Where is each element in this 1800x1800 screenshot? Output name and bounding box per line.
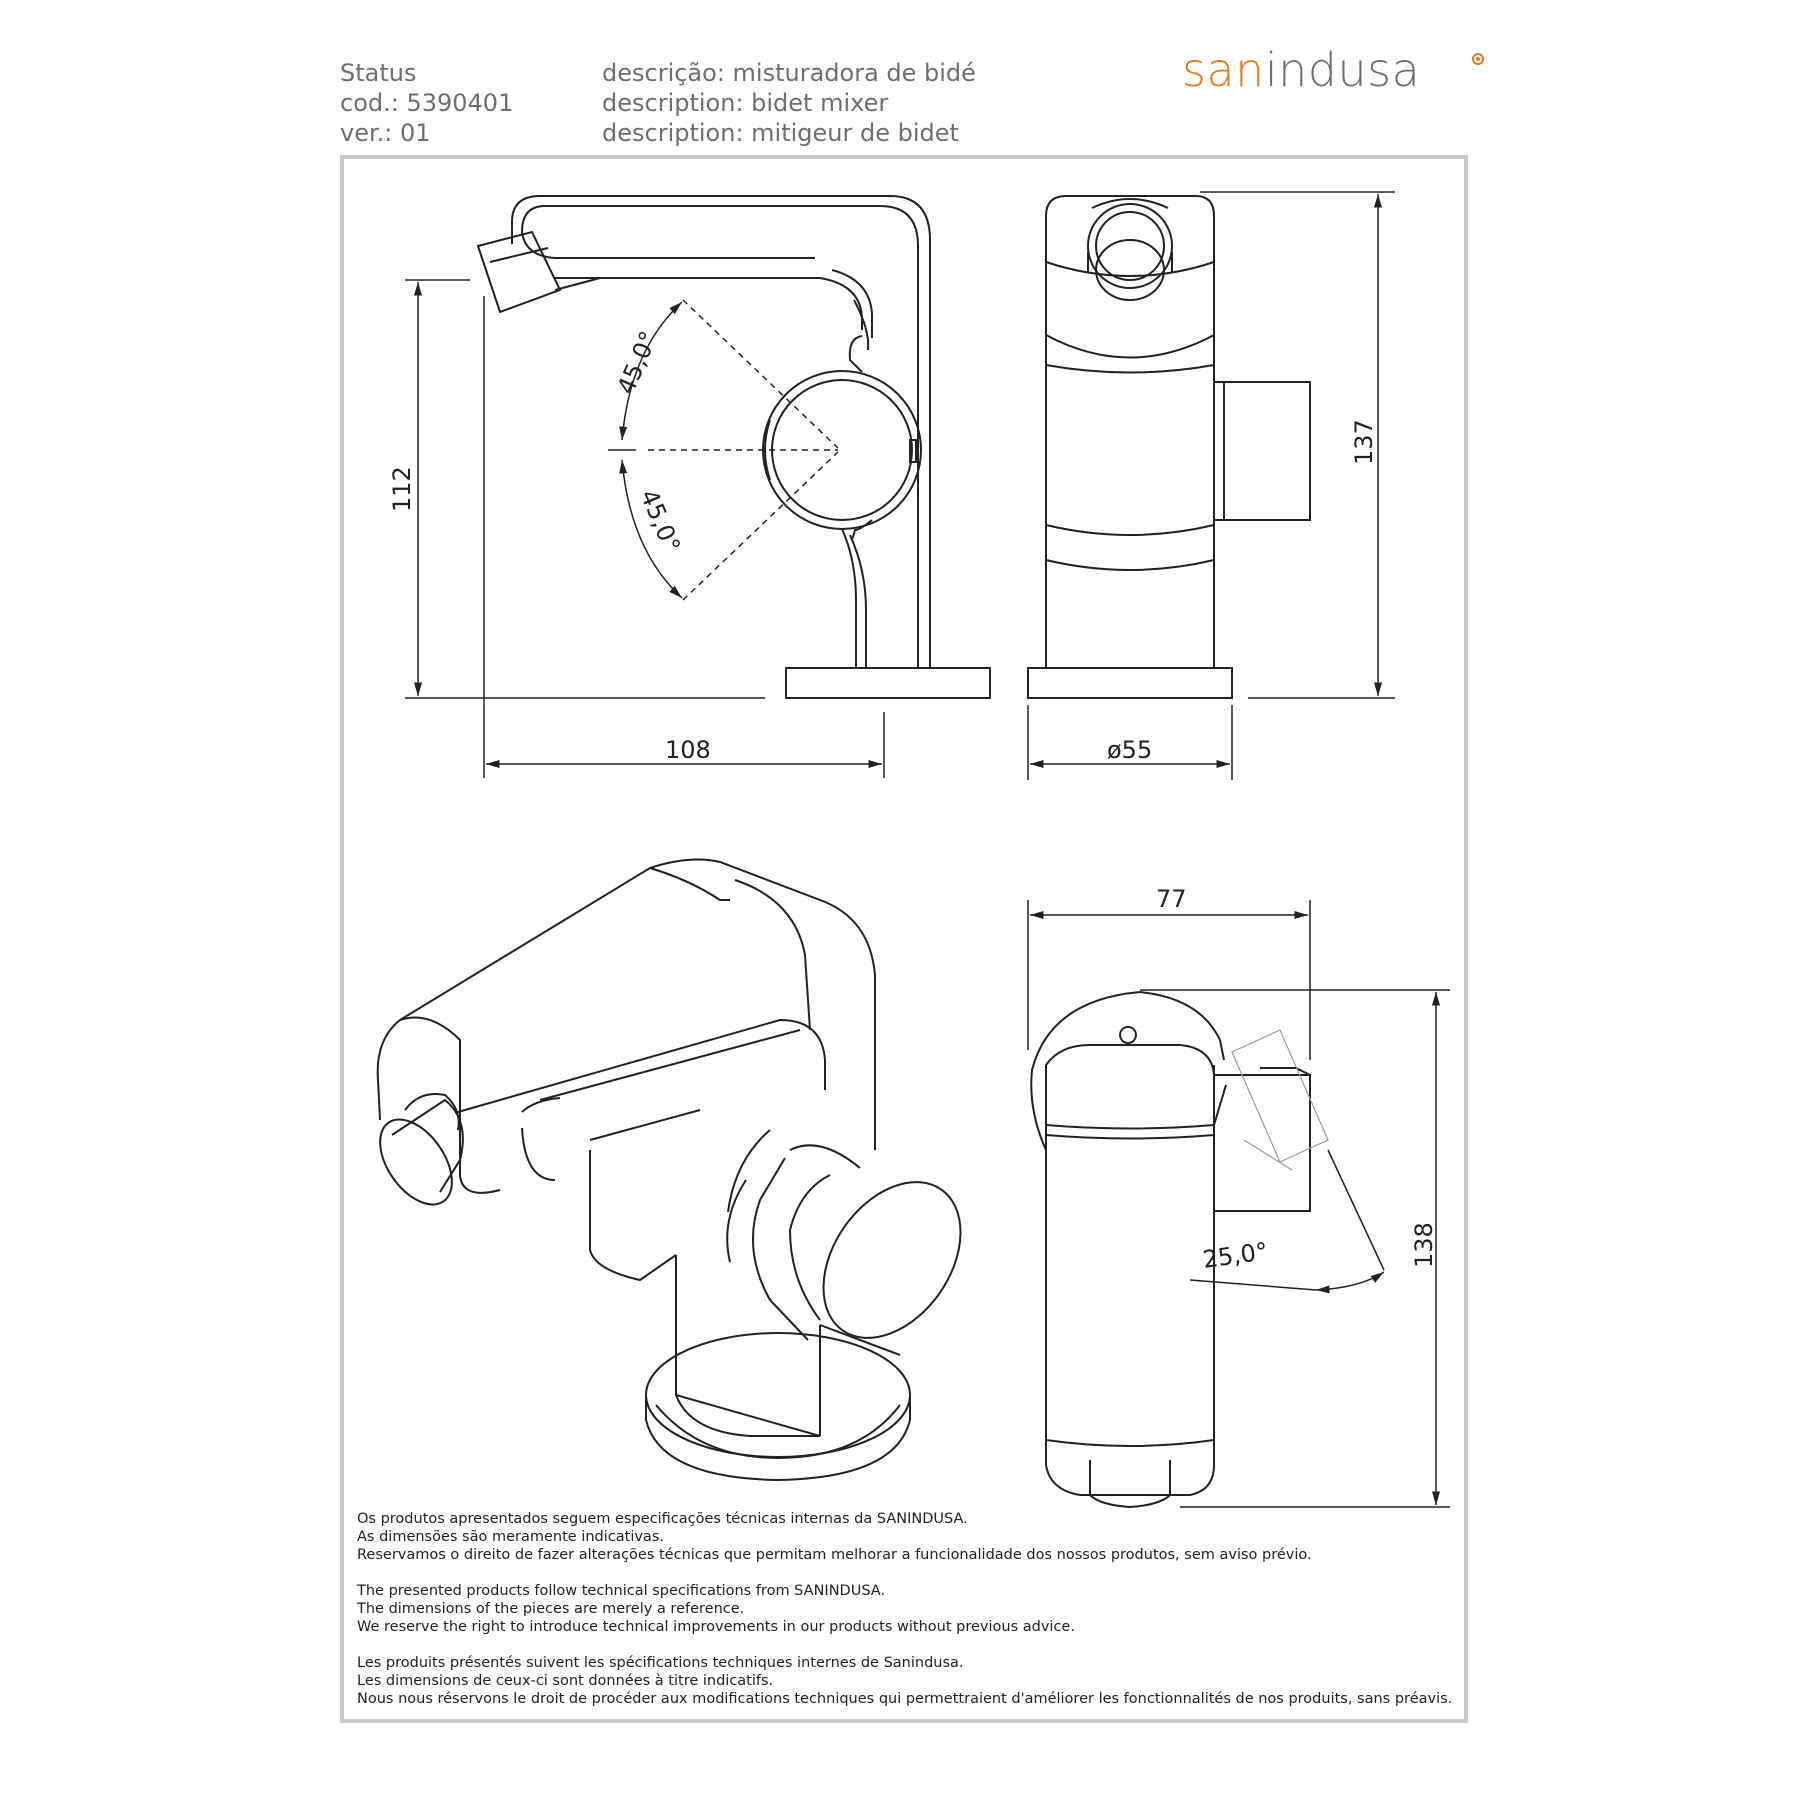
sanindusa-logo: sanindusa xyxy=(1182,42,1420,98)
note-line: Nous nous réservons le droit de procéder… xyxy=(357,1691,1453,1707)
dimension-label-137: 137 xyxy=(1350,419,1378,465)
dimension-108 xyxy=(483,296,885,778)
status-label: Status xyxy=(340,59,417,87)
logo-text-indusa: indusa xyxy=(1264,43,1421,97)
product-version: ver.: 01 xyxy=(340,119,431,147)
note-line: Les produits présentés suivent les spéci… xyxy=(357,1655,964,1671)
notes-english: The presented products follow technical … xyxy=(357,1582,1075,1636)
dimension-138 xyxy=(1140,989,1450,1508)
logo-mark-icon xyxy=(1472,53,1484,65)
note-line: Os produtos apresentados seguem especifi… xyxy=(357,1511,968,1527)
drawing-frame xyxy=(340,155,1468,1723)
note-line: Les dimensions de ceux-ci sont données à… xyxy=(357,1673,774,1689)
lever-angle-lines xyxy=(648,299,839,601)
dimension-77 xyxy=(1027,900,1311,1060)
dimension-label-77: 77 xyxy=(1156,885,1187,913)
front-view xyxy=(1027,195,1311,699)
dimension-label-138: 138 xyxy=(1410,1222,1438,1268)
isometric-view xyxy=(376,858,962,1482)
top-view xyxy=(1030,991,1311,1509)
notes-portuguese: Os produtos apresentados seguem especifi… xyxy=(357,1510,1312,1564)
dimension-112 xyxy=(405,279,765,699)
swivel-angle xyxy=(1189,1149,1385,1294)
top-view-rotated-lever xyxy=(1231,1029,1329,1171)
note-line: As dimensões são meramente indicativas. xyxy=(357,1529,664,1545)
angle-label-down: 45,0° xyxy=(634,485,685,556)
dimension-label-108: 108 xyxy=(665,736,711,764)
dimension-label-112: 112 xyxy=(388,466,416,512)
note-line: Reservamos o direito de fazer alterações… xyxy=(357,1547,1312,1563)
description-pt: descrição: misturadora de bidé xyxy=(602,59,976,87)
side-view xyxy=(476,195,991,699)
dimension-137 xyxy=(1200,191,1395,699)
note-line: We reserve the right to introduce techni… xyxy=(357,1619,1075,1635)
note-line: The presented products follow technical … xyxy=(357,1583,886,1599)
notes-french: Les produits présentés suivent les spéci… xyxy=(357,1654,1452,1708)
angle-label-up: 45,0° xyxy=(612,327,663,398)
description-en: description: bidet mixer xyxy=(602,89,889,117)
product-code: cod.: 5390401 xyxy=(340,89,514,117)
dimension-label-55: ø55 xyxy=(1107,736,1152,764)
angle-label-swivel: 25,0° xyxy=(1201,1237,1270,1274)
description-fr: description: mitigeur de bidet xyxy=(602,119,959,147)
logo-text-san: san xyxy=(1182,43,1265,97)
note-line: The dimensions of the pieces are merely … xyxy=(357,1601,745,1617)
lever-angle-arcs xyxy=(608,301,683,599)
dimension-55 xyxy=(1027,705,1233,780)
